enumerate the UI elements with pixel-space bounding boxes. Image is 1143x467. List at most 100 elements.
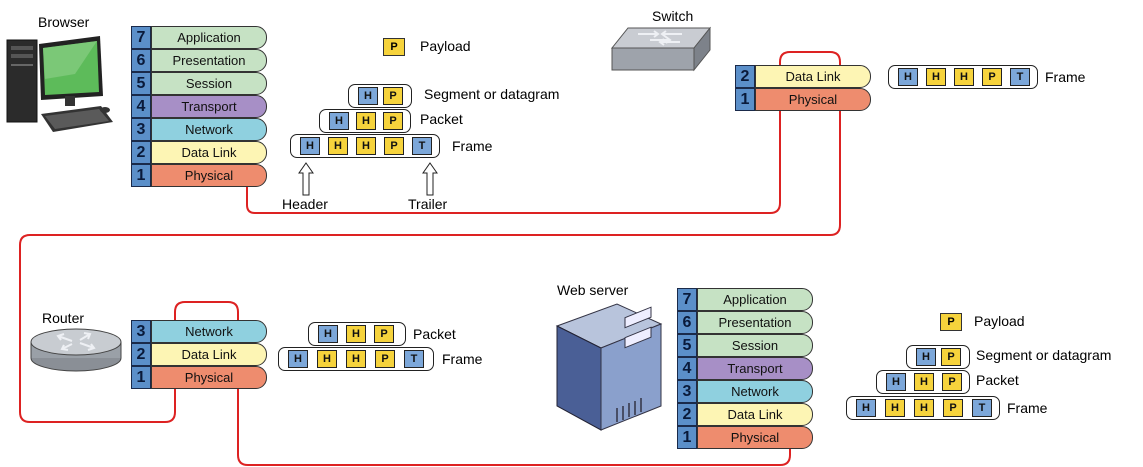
segment-capsule: H P bbox=[348, 84, 412, 108]
frame-label-2: Frame bbox=[1007, 400, 1048, 416]
header-cell: H bbox=[318, 325, 338, 343]
payload-cell: P bbox=[941, 348, 961, 366]
router-packet-capsule: H H P bbox=[308, 322, 406, 346]
header-cell: H bbox=[317, 350, 337, 368]
browser-label: Browser bbox=[38, 14, 90, 30]
trailer-cell: T bbox=[404, 350, 424, 368]
switch-icon bbox=[610, 26, 712, 72]
header-cell: H bbox=[288, 350, 308, 368]
header-cell: H bbox=[358, 87, 378, 105]
header-arrow-icon bbox=[298, 162, 314, 196]
segment-label: Segment or datagram bbox=[424, 86, 560, 102]
router-packet-label: Packet bbox=[413, 326, 456, 342]
header-cell: H bbox=[329, 112, 349, 130]
layer-number: 2 bbox=[131, 141, 151, 164]
trailer-cell: T bbox=[412, 137, 432, 155]
trailer-arrow-icon bbox=[422, 162, 438, 196]
web-server-label: Web server bbox=[557, 282, 629, 298]
payload-box: P bbox=[383, 38, 405, 56]
packet-label: Packet bbox=[420, 111, 463, 127]
header-cell: H bbox=[954, 68, 974, 86]
path-browser-to-switch bbox=[19, 30, 841, 466]
layer-data-link: Data Link bbox=[151, 343, 267, 366]
header-cell: H bbox=[356, 137, 376, 155]
layer-session: Session bbox=[697, 334, 813, 357]
layer-network: Network bbox=[697, 380, 813, 403]
header-cell: H bbox=[885, 399, 905, 417]
payload-label: Payload bbox=[420, 38, 471, 54]
layer-data-link: Data Link bbox=[755, 65, 871, 88]
header-cell: H bbox=[914, 399, 934, 417]
layer-number: 5 bbox=[677, 334, 697, 357]
header-cell: H bbox=[898, 68, 918, 86]
layer-data-link: Data Link bbox=[697, 403, 813, 426]
layer-number: 5 bbox=[131, 72, 151, 95]
layer-transport: Transport bbox=[697, 357, 813, 380]
layer-physical: Physical bbox=[151, 164, 267, 187]
layer-number: 2 bbox=[131, 343, 151, 366]
payload-cell: P bbox=[374, 325, 394, 343]
layer-number: 6 bbox=[677, 311, 697, 334]
web-server-icon bbox=[555, 303, 663, 431]
payload-cell: P bbox=[943, 399, 963, 417]
layer-number: 1 bbox=[131, 164, 151, 187]
layer-physical: Physical bbox=[755, 88, 871, 111]
layer-transport: Transport bbox=[151, 95, 267, 118]
trailer-cell: T bbox=[972, 399, 992, 417]
packet-capsule-2: H H P bbox=[876, 370, 970, 394]
header-cell: H bbox=[886, 373, 906, 391]
layer-application: Application bbox=[697, 288, 813, 311]
layer-number: 3 bbox=[131, 320, 151, 343]
layer-number: 1 bbox=[677, 426, 697, 449]
packet-capsule: H H P bbox=[319, 109, 411, 133]
header-cell: H bbox=[856, 399, 876, 417]
layer-number: 2 bbox=[735, 65, 755, 88]
layer-physical: Physical bbox=[151, 366, 267, 389]
layer-number: 2 bbox=[677, 403, 697, 426]
header-cell: H bbox=[346, 325, 366, 343]
payload-box: P bbox=[940, 313, 962, 331]
layer-session: Session bbox=[151, 72, 267, 95]
layer-presentation: Presentation bbox=[697, 311, 813, 334]
router-frame-capsule: H H H P T bbox=[278, 347, 434, 371]
desktop-computer-icon bbox=[6, 36, 113, 132]
header-cell: H bbox=[356, 112, 376, 130]
header-cell: H bbox=[916, 348, 936, 366]
layer-physical: Physical bbox=[697, 426, 813, 449]
payload-label-2: Payload bbox=[974, 313, 1025, 329]
router-icon bbox=[30, 328, 122, 372]
layer-number: 3 bbox=[131, 118, 151, 141]
switch-frame-capsule: H H H P T bbox=[888, 65, 1038, 89]
layer-number: 3 bbox=[677, 380, 697, 403]
header-cell: H bbox=[914, 373, 934, 391]
layer-number: 7 bbox=[677, 288, 697, 311]
switch-frame-label: Frame bbox=[1045, 69, 1086, 85]
frame-capsule: H H H P T bbox=[290, 134, 440, 158]
frame-label: Frame bbox=[452, 138, 493, 154]
layer-number: 7 bbox=[131, 26, 151, 49]
layer-number: 6 bbox=[131, 49, 151, 72]
layer-number: 1 bbox=[735, 88, 755, 111]
layer-network: Network bbox=[151, 118, 267, 141]
trailer-cell: T bbox=[1010, 68, 1030, 86]
packet-label-2: Packet bbox=[976, 372, 1019, 388]
payload-cell: P bbox=[375, 350, 395, 368]
trailer-label: Trailer bbox=[408, 196, 448, 212]
segment-label-2: Segment or datagram bbox=[976, 347, 1112, 363]
segment-capsule-2: H P bbox=[906, 345, 970, 369]
